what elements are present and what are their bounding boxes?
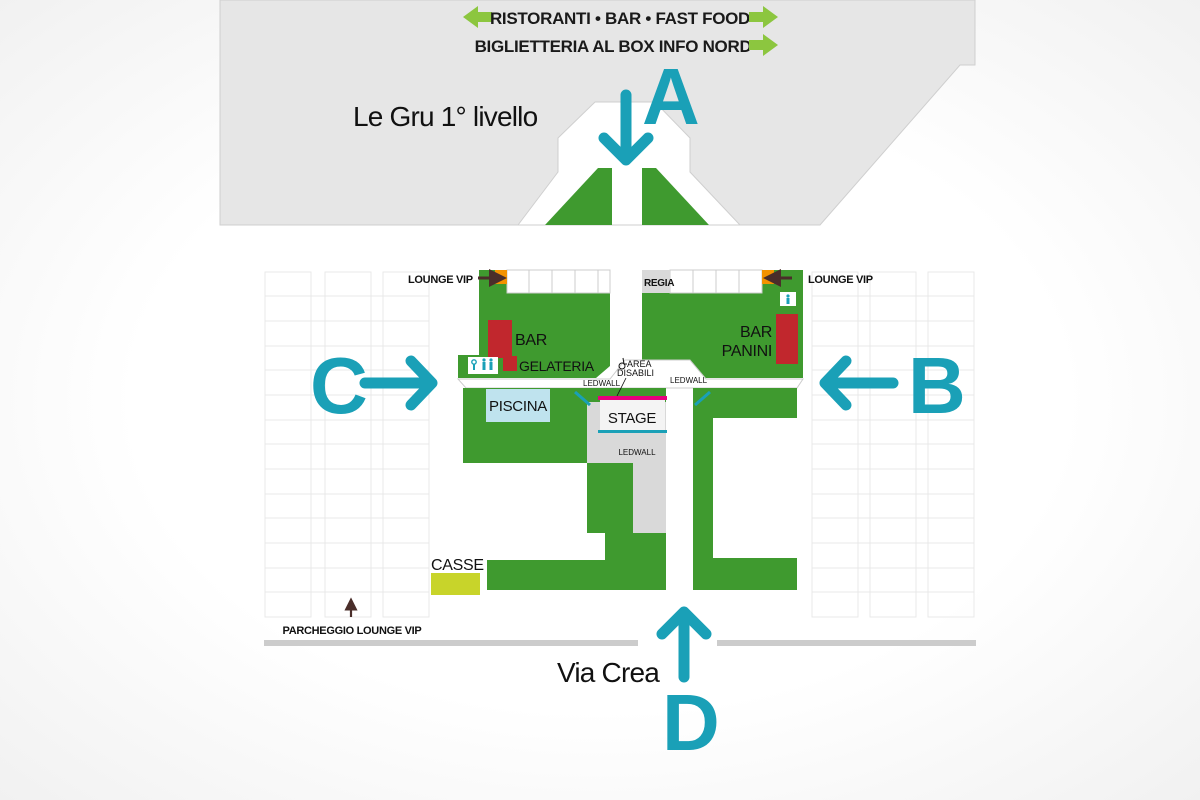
area-disabili[interactable]: AREA DISABILI bbox=[616, 357, 654, 397]
arrow-right-icon bbox=[749, 6, 778, 28]
entrance-a-letter: A bbox=[642, 52, 700, 141]
arrow-right-icon bbox=[359, 355, 438, 411]
street-label: Via Crea bbox=[557, 657, 660, 688]
lounge-vip-left[interactable]: LOUNGE VIP bbox=[408, 269, 507, 287]
casse-marker bbox=[431, 573, 480, 595]
gelateria[interactable]: GELATERIA bbox=[503, 356, 595, 374]
casse-label: CASSE bbox=[431, 557, 484, 574]
piscina-label: PISCINA bbox=[489, 398, 547, 415]
parking-right bbox=[811, 271, 975, 618]
zone-top-right bbox=[642, 269, 803, 378]
stage-ledwall-bar bbox=[598, 430, 667, 433]
entrance-d-letter: D bbox=[662, 678, 720, 767]
ledwall-left: LEDWALL bbox=[574, 379, 621, 407]
bar-panini[interactable]: BAR PANINI bbox=[722, 314, 798, 364]
entrance-d[interactable]: D bbox=[656, 606, 720, 767]
arrow-up-icon bbox=[656, 606, 712, 683]
restroom-left[interactable] bbox=[468, 357, 498, 374]
header-ticketing: BIGLIETTERIA AL BOX INFO NORD bbox=[475, 37, 752, 56]
entrance-c[interactable]: C bbox=[310, 341, 438, 430]
wheelchair-icon bbox=[618, 357, 627, 370]
ledwall-under-stage: LEDWALL bbox=[618, 448, 656, 457]
street-via-crea: Via Crea bbox=[264, 640, 976, 688]
arrow-left-icon bbox=[463, 6, 492, 28]
lounge-vip-right[interactable]: LOUNGE VIP bbox=[762, 269, 873, 287]
building-le-gru bbox=[219, 0, 976, 226]
regia-label: REGIA bbox=[644, 278, 674, 289]
arrow-left-icon bbox=[819, 355, 899, 411]
entrance-b-letter: B bbox=[908, 341, 966, 430]
parcheggio-lounge-vip[interactable]: PARCHEGGIO LOUNGE VIP bbox=[283, 597, 422, 637]
piscina[interactable]: PISCINA bbox=[486, 389, 550, 422]
lounge-vip-left-label: LOUNGE VIP bbox=[408, 274, 473, 286]
bar-left[interactable]: BAR bbox=[488, 320, 547, 358]
stage[interactable]: STAGE LEDWALL bbox=[598, 396, 667, 457]
entrance-green-left bbox=[545, 168, 612, 225]
gelateria-counter bbox=[503, 356, 517, 371]
stage-label: STAGE bbox=[608, 410, 657, 427]
bar-panini-counter bbox=[776, 314, 798, 364]
regia[interactable]: REGIA bbox=[642, 270, 675, 293]
arrow-right-icon bbox=[749, 34, 778, 56]
ledwall-right-label: LEDWALL bbox=[670, 376, 708, 385]
entrance-green-right bbox=[642, 168, 709, 225]
area-disabili-label-1: AREA bbox=[627, 359, 652, 369]
accessible-restroom-icon bbox=[471, 358, 493, 370]
parking-left bbox=[264, 271, 430, 618]
entrance-a[interactable]: A bbox=[598, 52, 700, 166]
ledwall-right: LEDWALL bbox=[670, 376, 711, 407]
parcheggio-label: PARCHEGGIO LOUNGE VIP bbox=[283, 625, 422, 637]
area-disabili-label-2: DISABILI bbox=[617, 368, 654, 378]
ledwall-left-label: LEDWALL bbox=[583, 379, 621, 388]
header-nav: RISTORANTI • BAR • FAST FOOD BIGLIETTERI… bbox=[463, 6, 778, 56]
bar-panini-label-1: BAR bbox=[740, 324, 772, 341]
header-restaurants: RISTORANTI • BAR • FAST FOOD bbox=[490, 9, 750, 28]
restroom-icon bbox=[786, 294, 790, 304]
stage-front-bar bbox=[598, 396, 667, 400]
bar-panini-label-2: PANINI bbox=[722, 343, 772, 360]
bar-counter bbox=[488, 320, 512, 358]
zone-bottom-right-inner bbox=[713, 418, 797, 558]
lounge-vip-right-label: LOUNGE VIP bbox=[808, 274, 873, 286]
bar-left-label: BAR bbox=[515, 332, 547, 349]
building-label: Le Gru 1° livello bbox=[353, 101, 538, 132]
gelateria-label: GELATERIA bbox=[519, 358, 595, 374]
stall-row-top-left bbox=[506, 269, 611, 294]
arrow-down-icon bbox=[598, 89, 654, 166]
zone-bottom-right bbox=[693, 388, 797, 590]
casse[interactable]: CASSE bbox=[431, 557, 484, 595]
stage-gray-area bbox=[587, 402, 666, 533]
restroom-right[interactable] bbox=[780, 292, 796, 306]
entrance-c-letter: C bbox=[310, 341, 368, 430]
entrance-b[interactable]: B bbox=[819, 341, 966, 430]
